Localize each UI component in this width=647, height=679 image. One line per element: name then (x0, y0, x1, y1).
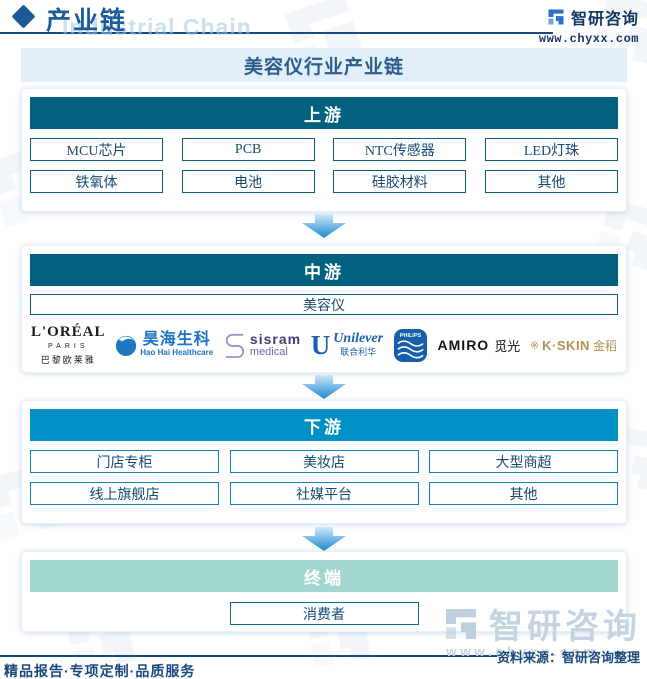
midstream-band: 中游 (30, 254, 618, 286)
terminal-section: 终端 消费者 (21, 551, 627, 632)
zhiyan-logo-icon (548, 9, 564, 25)
midstream-product-box: 美容仪 (30, 294, 618, 315)
header-subtitle-en: Industrial Chain (62, 14, 252, 40)
down-arrow-icon (301, 375, 346, 399)
logo-philips: PHILIPS (393, 328, 428, 363)
chart-title: 美容仪行业产业链 (21, 48, 627, 82)
loreal-paris-label: PARIS (48, 343, 89, 351)
unilever-cn-label: 联合利华 (340, 347, 377, 358)
downstream-item-social-media: 社媒平台 (229, 482, 419, 505)
downstream-item-counter: 门店专柜 (30, 450, 219, 473)
unilever-u-icon: U (310, 329, 331, 360)
downstream-row-1: 门店专柜 美妆店 大型商超 (30, 450, 618, 473)
kskin-cn-label: 金稻 (592, 338, 617, 353)
upstream-item-led: LED灯珠 (484, 138, 618, 161)
footer-divider (0, 655, 497, 657)
logo-haohai: 昊海生科 Hao Hai Healthcare (115, 332, 213, 358)
logo-loreal: L'ORÉAL PARIS 巴黎欧莱雅 (31, 323, 106, 366)
upstream-item-mcu: MCU芯片 (30, 138, 163, 161)
logo-amiro: AMIRO 觅光 (438, 336, 521, 355)
amiro-cn-label: 觅光 (494, 338, 521, 354)
brand-name: 智研咨询 (570, 11, 639, 28)
haohai-drop-icon (116, 335, 137, 356)
down-arrow-icon (301, 527, 346, 551)
downstream-item-supermarket: 大型商超 (429, 450, 618, 473)
upstream-row-1: MCU芯片 PCB NTC传感器 LED灯珠 (30, 138, 618, 161)
svg-text:PHILIPS: PHILIPS (400, 333, 422, 339)
downstream-band: 下游 (30, 409, 618, 441)
upstream-item-pcb: PCB (181, 138, 315, 161)
upstream-row-2: 铁氧体 电池 硅胶材料 其他 (30, 170, 618, 193)
footer-tagline: 精品报告·专项定制·品质服务 (4, 663, 196, 679)
upstream-item-other: 其他 (484, 170, 618, 193)
haohai-en-label: Hao Hai Healthcare (140, 348, 214, 358)
upstream-item-ferrite: 铁氧体 (30, 170, 163, 193)
philips-shield-icon: PHILIPS (393, 328, 427, 362)
sisram-s-icon (225, 333, 245, 358)
midstream-section: 中游 美容仪 L'ORÉAL PARIS 巴黎欧莱雅 昊海生科 Hao Hai … (21, 245, 627, 373)
sisram-medical-label: medical (249, 345, 288, 358)
down-arrow-icon (301, 214, 346, 238)
kskin-wordmark: K·SKIN (542, 337, 590, 353)
page-header: Industrial Chain 产业链 智研咨询 www.chyxx.com (0, 0, 647, 46)
downstream-item-online-store: 线上旗舰店 (30, 482, 219, 505)
loreal-cn-label: 巴黎欧莱雅 (40, 354, 96, 365)
kskin-icon: ※ (529, 339, 540, 352)
upstream-section: 上游 MCU芯片 PCB NTC传感器 LED灯珠 铁氧体 电池 硅胶材料 其他 (21, 88, 627, 212)
brand-url-link[interactable]: www.chyxx.com (538, 32, 639, 46)
downstream-row-2: 线上旗舰店 社媒平台 其他 (30, 482, 618, 505)
logo-sisram: sisram medical (223, 331, 301, 359)
upstream-item-battery: 电池 (181, 170, 315, 193)
logo-kskin: ※ K·SKIN 金稻 (530, 337, 617, 354)
sisram-wordmark: sisram (249, 330, 302, 347)
upstream-item-silicone: 硅胶材料 (333, 170, 467, 193)
downstream-item-beauty-store: 美妆店 (229, 450, 419, 473)
terminal-band: 终端 (30, 560, 618, 592)
logo-unilever: U Unilever 联合利华 (311, 330, 383, 361)
midstream-company-logos: L'ORÉAL PARIS 巴黎欧莱雅 昊海生科 Hao Hai Healthc… (30, 321, 618, 369)
amiro-wordmark: AMIRO (437, 337, 490, 353)
downstream-section: 下游 门店专柜 美妆店 大型商超 线上旗舰店 社媒平台 其他 (21, 400, 627, 524)
brand-block: 智研咨询 www.chyxx.com (539, 5, 639, 46)
upstream-item-ntc: NTC传感器 (333, 138, 467, 161)
loreal-wordmark: L'ORÉAL (31, 323, 106, 340)
diamond-icon (11, 4, 36, 29)
upstream-band: 上游 (30, 97, 618, 129)
unilever-wordmark: Unilever (333, 331, 384, 347)
header-divider (0, 32, 553, 34)
haohai-wordmark: 昊海生科 (142, 331, 211, 349)
page-title: 产业链 (46, 8, 128, 35)
data-source-note: 资料来源：智研咨询整理 (496, 650, 640, 665)
downstream-item-other: 其他 (429, 482, 618, 505)
terminal-item-consumer: 消费者 (229, 602, 419, 625)
